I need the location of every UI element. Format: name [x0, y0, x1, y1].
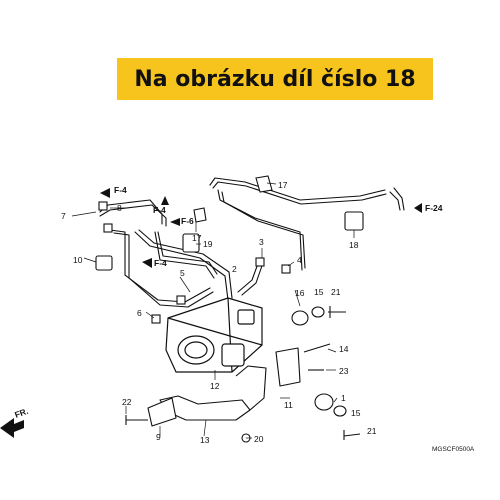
banner-text: Na obrázku díl číslo 18 — [134, 66, 416, 92]
ref-arrow-icon — [142, 258, 152, 268]
ref-arrow-icon — [170, 218, 180, 226]
brake-lines — [99, 177, 405, 308]
leader-lines — [71, 182, 355, 439]
ref-f4-c: F-4 — [154, 258, 167, 268]
callout-8: 8 — [117, 203, 122, 213]
callout-10: 10 — [73, 255, 83, 265]
ref-arrow-icon — [100, 188, 110, 198]
ref-arrow-icon — [414, 203, 422, 213]
callout-22: 22 — [122, 397, 132, 407]
callout-numbers: 1 2 3 4 5 6 7 8 9 10 11 12 13 14 15 15 1… — [61, 180, 377, 445]
callout-16: 16 — [295, 288, 305, 298]
callout-13: 13 — [200, 435, 210, 445]
callout-3: 3 — [259, 237, 264, 247]
callout-2: 2 — [232, 264, 237, 274]
callout-7: 7 — [61, 211, 66, 221]
callout-9: 9 — [156, 432, 161, 442]
callout-17a: 17 — [278, 180, 288, 190]
part-number-banner: Na obrázku díl číslo 18 — [117, 58, 433, 100]
ref-f4-a: F-4 — [114, 185, 127, 195]
callout-19: 19 — [203, 239, 213, 249]
callout-15b: 15 — [351, 408, 361, 418]
callout-18: 18 — [349, 240, 359, 250]
callout-21a: 21 — [331, 287, 341, 297]
callout-23: 23 — [339, 366, 349, 376]
callout-15a: 15 — [314, 287, 324, 297]
callout-4: 4 — [297, 255, 302, 265]
callout-14: 14 — [339, 344, 349, 354]
callout-1: 1 — [341, 393, 346, 403]
ref-arrow-icon — [161, 196, 169, 205]
callout-17b: 17 — [192, 233, 202, 243]
front-label: FR. — [13, 406, 29, 420]
reference-markers: F-4 F-4 F-4 F-6 F-24 — [100, 185, 443, 268]
callout-12: 12 — [210, 381, 220, 391]
callout-11: 11 — [284, 400, 293, 410]
modulator-bracket — [147, 347, 301, 427]
callout-21b: 21 — [367, 426, 377, 436]
abs-modulator — [165, 297, 263, 373]
ref-f24: F-24 — [425, 203, 443, 213]
front-arrow-icon — [0, 418, 24, 438]
front-arrow: FR. — [0, 406, 30, 438]
callout-20: 20 — [254, 434, 264, 444]
ref-f4-b: F-4 — [153, 205, 166, 215]
drawing-code: MGSCF0500A — [432, 446, 475, 453]
callout-6: 6 — [137, 308, 142, 318]
small-parts — [95, 175, 364, 443]
ref-f6: F-6 — [181, 216, 194, 226]
callout-5: 5 — [180, 268, 185, 278]
